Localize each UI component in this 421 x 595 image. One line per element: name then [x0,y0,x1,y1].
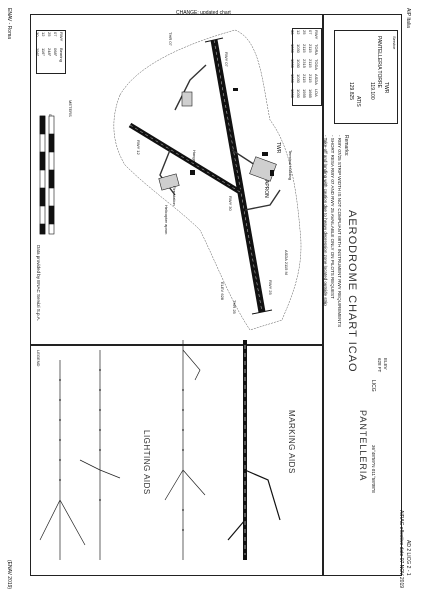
label-heliport: Helicopter apron [164,205,169,235]
aprons [158,91,277,191]
frequency-table [334,30,398,124]
runway-secondary [128,122,242,195]
label-thr-25: THR 25 [232,300,237,314]
label-terminal: Terminal building [288,150,293,181]
aerodrome-perimeter [113,29,302,331]
marking-aids-diagram [227,340,281,560]
scale-bar [39,115,55,235]
legend-heading: LEGEND [36,350,41,367]
label-rwy-30: RWY 30 [228,196,233,211]
lighting-dots [59,369,184,531]
marking-aids-heading: MARKING AIDS [287,410,296,474]
changed-note: CHANGE: updated chart [176,10,231,16]
label-rwy-25: RWY 25 [268,280,273,295]
label-asda: ASDA 2115 M [284,250,289,275]
label-rwy-07: RWY 07 [224,52,229,67]
label-twr: TWR [275,142,281,154]
lighting-aids-diagram [39,340,206,560]
title-box [322,14,402,576]
label-elev: ELEV 628 [220,282,225,301]
runway-table [292,28,322,106]
label-apron: APRON [263,180,269,198]
label-hangar: Hangar [192,150,197,164]
bearing-table [36,30,66,74]
buildings [190,88,274,176]
label-thr-07: THR 07 [168,32,173,46]
aids-area [30,344,324,576]
footer-note: Data provided by ENAC Servizi S.p.A. [36,245,41,322]
drawing-area [30,14,324,346]
label-fire: Fire station [172,186,177,206]
label-rwy-12: RWY 12 [136,140,141,155]
thresholds [204,37,273,315]
lighting-aids-heading: LIGHTING AIDS [142,430,151,495]
